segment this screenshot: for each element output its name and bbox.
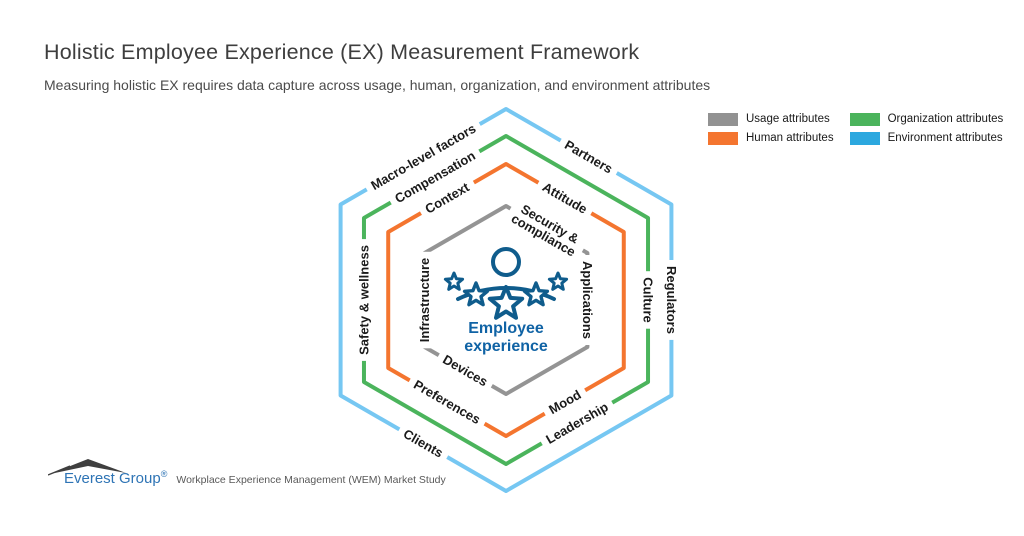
edge-label-mask [434, 346, 497, 395]
edge-label-mask [577, 255, 597, 345]
edge-label-environment: Partners [555, 132, 622, 182]
edge-label-mask [638, 271, 658, 329]
ring-organization [361, 134, 651, 466]
legend-item: Usage attributes [708, 110, 834, 128]
footer-text: Everest Group® Workplace Experience Manag… [64, 469, 446, 488]
edge-label-usage: Applications [577, 255, 597, 345]
page-subtitle: Measuring holistic EX requires data capt… [44, 77, 711, 93]
edge-label-mask [354, 239, 374, 361]
edge-label-mask [416, 174, 479, 222]
usage-swatch-icon [708, 112, 738, 126]
edge-label-text: Applications [580, 261, 595, 339]
legend-label: Environment attributes [887, 132, 1003, 144]
legend-label: Organization attributes [887, 113, 1004, 125]
star-icon [547, 271, 569, 291]
center-label: Employee [468, 320, 544, 337]
legend-item: Environment attributes [849, 129, 1004, 147]
edge-label-text: Regulators [664, 266, 679, 334]
edge-label-mask [361, 115, 485, 198]
environment-swatch-icon [849, 131, 880, 145]
edge-label-organization: Safety & wellness [354, 239, 374, 361]
edge-label-mask [539, 382, 590, 422]
center-label: experience [464, 338, 548, 355]
edge-label-mask [404, 372, 490, 432]
everest-logo-mountain-icon [48, 459, 126, 476]
star-icon [487, 285, 525, 320]
edge-label-mask [385, 143, 485, 211]
edge-label-mask [555, 132, 622, 182]
edge-label-organization: Culture [638, 271, 658, 329]
edge-label-mask [537, 394, 617, 452]
star-icon [443, 271, 465, 291]
edge-label-mask [394, 421, 452, 466]
page-title: Holistic Employee Experience (EX) Measur… [44, 40, 640, 64]
legend-item: Organization attributes [849, 110, 1004, 128]
ring-human [386, 162, 626, 438]
legend-label: Human attributes [746, 132, 834, 144]
edge-label-text: Safety & wellness [357, 245, 372, 355]
organization-swatch-icon [849, 112, 880, 126]
ring-environment [338, 107, 674, 493]
edge-label-mask [502, 194, 591, 265]
registered-mark: ® [160, 469, 168, 479]
everest-group-wordmark: Everest Group [64, 470, 161, 487]
edge-label-text: Culture [641, 277, 656, 323]
star-icon [462, 281, 490, 307]
edge-label-usage: Infrastructure [415, 251, 435, 349]
study-title: Workplace Experience Management (WEM) Ma… [176, 474, 446, 486]
edge-label-mask [415, 251, 435, 349]
edge-label-mask [661, 260, 681, 340]
legend-label: Usage attributes [746, 113, 830, 125]
legend-item: Human attributes [708, 129, 834, 147]
star-icon [522, 281, 550, 307]
human-swatch-icon [708, 131, 738, 145]
head-circle [491, 247, 521, 277]
edge-label-mask [533, 174, 597, 222]
edge-label-text: Infrastructure [417, 258, 432, 343]
edge-label-environment: Regulators [661, 260, 681, 340]
